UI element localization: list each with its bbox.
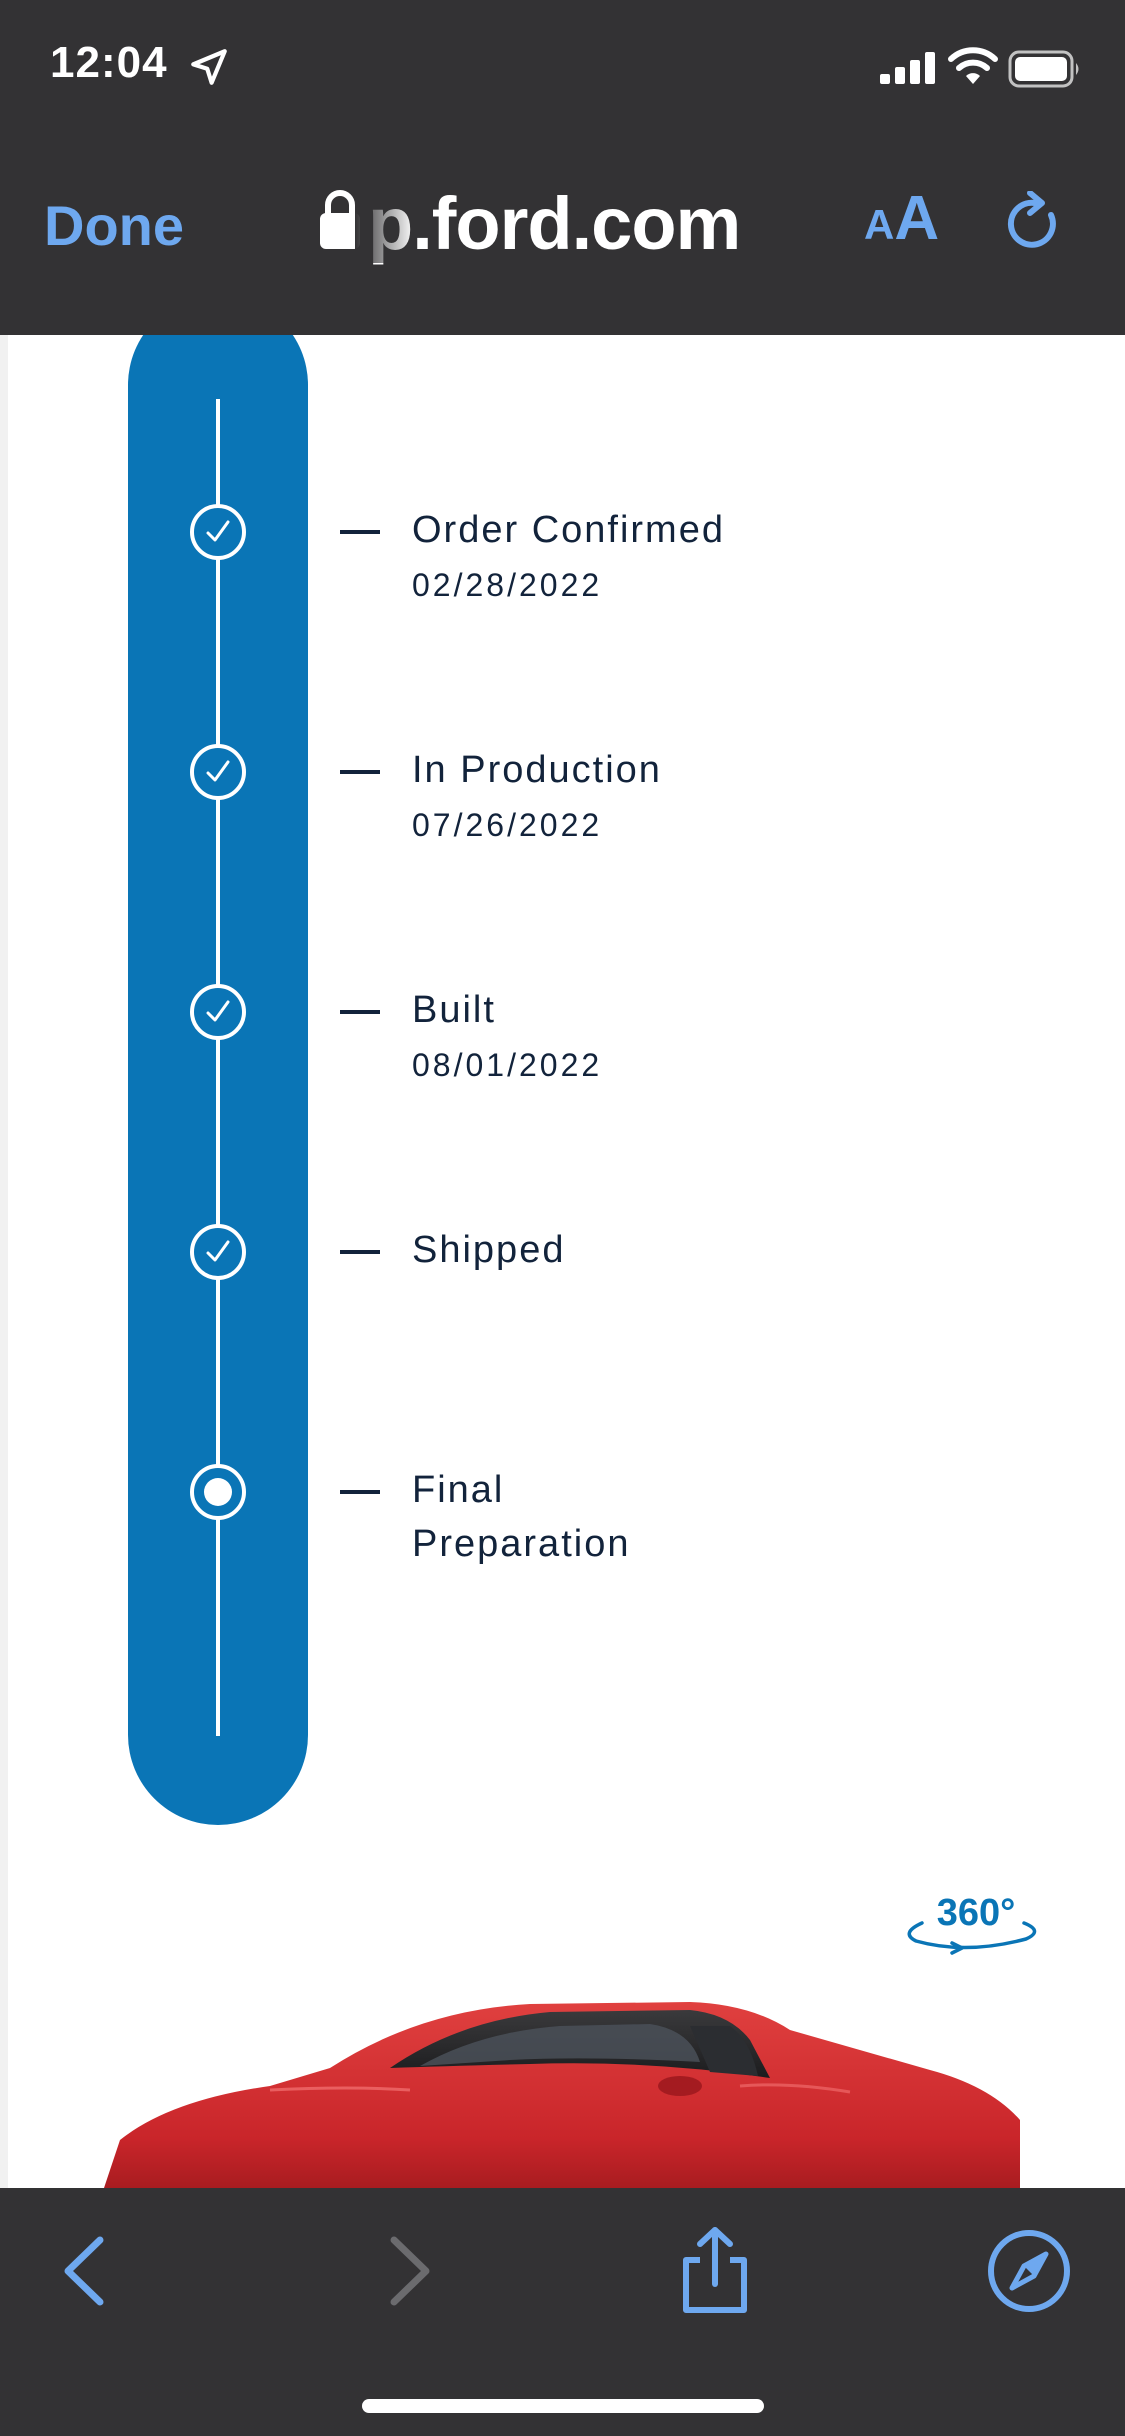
back-icon[interactable]: [42, 2226, 132, 2316]
step-check-node: [190, 504, 246, 560]
home-indicator[interactable]: [362, 2399, 764, 2413]
text-size-button[interactable]: AA: [864, 183, 939, 263]
step-check-node: [190, 744, 246, 800]
step-title-order-confirmed: Order Confirmed: [412, 509, 725, 551]
check-icon: [206, 520, 230, 542]
compass-icon[interactable]: [984, 2226, 1074, 2316]
timeline-line: [216, 399, 220, 1736]
step-dash: [340, 770, 380, 774]
signal-icon: [880, 52, 935, 84]
url-field[interactable]: p.ford.com: [368, 182, 741, 265]
rotate-360-icon[interactable]: 360°: [896, 1893, 1046, 1957]
step-date-order-confirmed: 02/28/2022: [412, 567, 603, 603]
step-title-shipped: Shipped: [412, 1229, 566, 1271]
rotate-360-label: 360°: [937, 1893, 1016, 1934]
text-size-small-a: A: [864, 201, 895, 248]
web-content: Order Confirmed 02/28/2022 In Production…: [0, 335, 1125, 2188]
step-title-final-preparation: Final Preparation: [412, 1469, 631, 1565]
step-current-node: [190, 1464, 246, 1520]
lock-icon: [320, 190, 360, 249]
step-dash: [340, 1250, 380, 1254]
step-dash: [340, 1490, 380, 1494]
step-dash: [340, 530, 380, 534]
step-title-built: Built: [412, 989, 496, 1031]
step-date-in-production: 07/26/2022: [412, 807, 603, 843]
status-bar: 12:04: [0, 0, 1125, 135]
forward-icon[interactable]: [362, 2226, 452, 2316]
done-button[interactable]: Done: [44, 194, 184, 257]
location-arrow-icon: [191, 49, 227, 85]
browser-top-bar: Done p.ford.com AA: [0, 135, 1125, 335]
step-check-node: [190, 984, 246, 1040]
battery-icon: [1008, 50, 1079, 88]
status-time: 12:04: [50, 38, 168, 87]
step-date-built: 08/01/2022: [412, 1047, 603, 1083]
step-dash: [340, 1010, 380, 1014]
text-size-large-a: A: [894, 184, 940, 253]
reload-icon[interactable]: [1004, 191, 1066, 257]
check-icon: [206, 760, 230, 782]
url-fade: [355, 193, 415, 263]
vehicle-image: [104, 2002, 1020, 2188]
check-icon: [206, 1000, 230, 1022]
browser-toolbar: [0, 2188, 1125, 2436]
check-icon: [206, 1240, 230, 1262]
wifi-icon: [948, 47, 998, 84]
step-title-in-production: In Production: [412, 749, 662, 791]
share-icon[interactable]: [670, 2226, 760, 2316]
step-check-node: [190, 1224, 246, 1280]
